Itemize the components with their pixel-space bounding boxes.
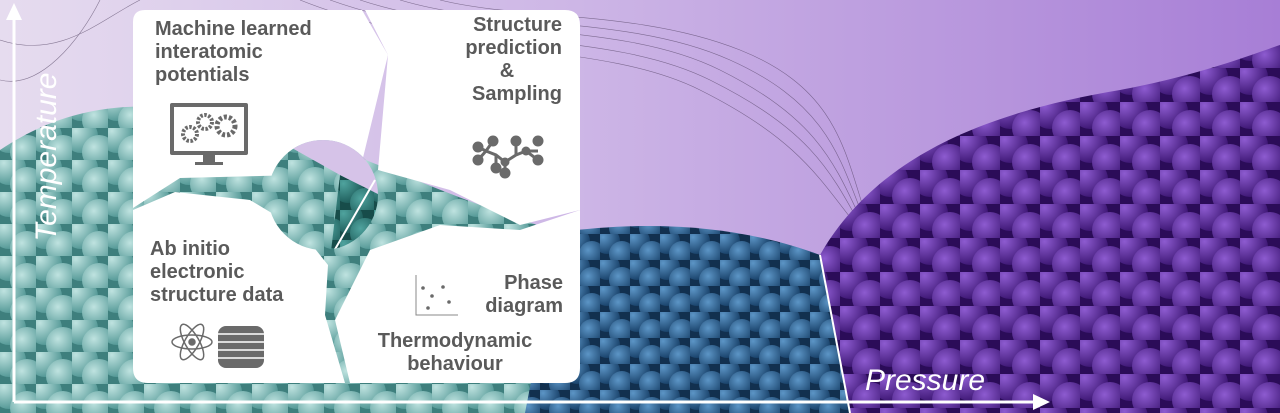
scatter-plot-icon xyxy=(415,275,458,316)
monitor-gears-icon xyxy=(170,103,248,165)
phase-title: Phase diagram xyxy=(470,272,563,318)
mlip-title: Machine learned interatomic potentials xyxy=(155,18,312,87)
atom-icon xyxy=(171,323,213,361)
solid-phase-purple xyxy=(820,45,1280,413)
panel-structure xyxy=(365,10,580,225)
thermo-line: behaviour xyxy=(407,353,503,375)
abinitio-title: Ab initio electronic structure data xyxy=(150,238,283,307)
panel-phase xyxy=(335,210,580,383)
mlip-line: potentials xyxy=(155,64,250,86)
structure-line: Sampling xyxy=(471,83,562,105)
axes xyxy=(6,3,1050,410)
phase-boundary xyxy=(819,254,851,413)
mlip-line: interatomic xyxy=(155,41,263,63)
workflow-panels xyxy=(133,10,580,383)
structure-line: prediction xyxy=(465,37,562,59)
structure-line: & xyxy=(499,60,515,82)
mlip-line: Machine learned xyxy=(155,18,312,40)
molecule-icon xyxy=(472,135,544,179)
abinitio-line: Ab initio xyxy=(150,238,230,260)
structure-title: Structure prediction & Sampling xyxy=(422,14,562,106)
panel-mlip xyxy=(133,10,388,208)
abinitio-line: electronic xyxy=(150,261,245,283)
phase-line: diagram xyxy=(485,295,563,317)
database-icon xyxy=(218,326,264,368)
temperature-label: Temperature xyxy=(30,72,63,242)
arrow-right-icon xyxy=(1033,394,1050,410)
arrow-up-icon xyxy=(6,3,22,20)
structure-line: Structure xyxy=(473,14,562,36)
thermo-line: Thermodynamic xyxy=(377,330,533,352)
thermo-title: Thermodynamic behaviour xyxy=(360,330,550,376)
abinitio-line: structure data xyxy=(150,284,284,306)
pressure-label: Pressure xyxy=(865,364,986,397)
solid-phase-blue xyxy=(525,225,850,413)
phase-line: Phase xyxy=(504,272,563,294)
